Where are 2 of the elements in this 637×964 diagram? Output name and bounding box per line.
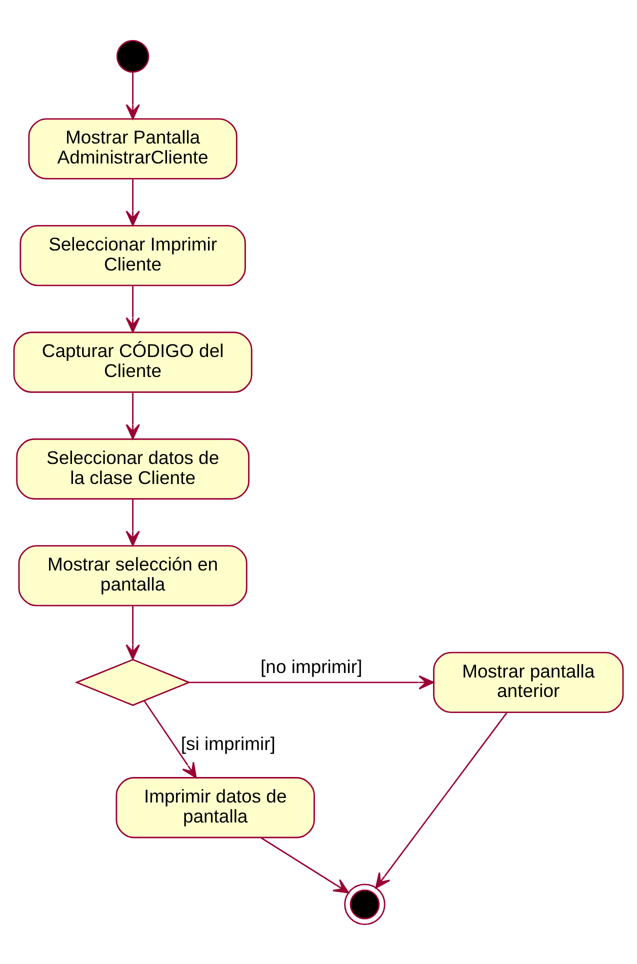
edge-label: [si imprimir]	[180, 732, 276, 754]
edge-label: [no imprimir]	[260, 656, 362, 677]
